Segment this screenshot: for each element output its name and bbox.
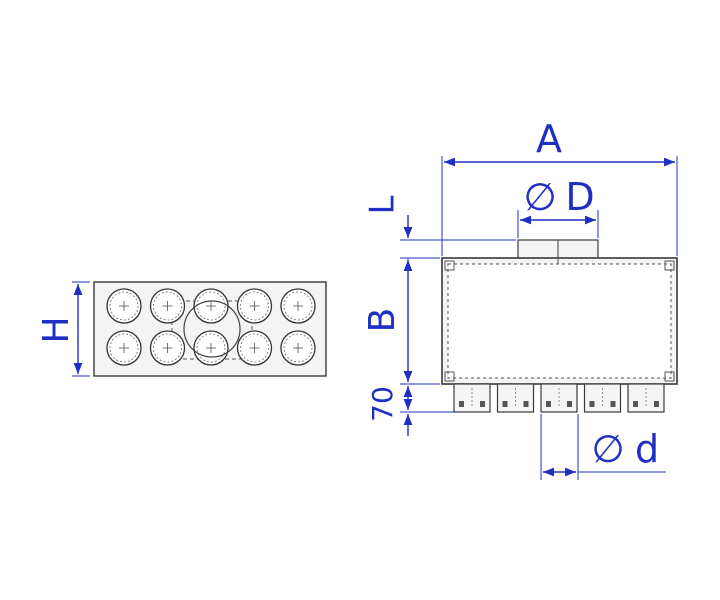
bottom-spigot (453, 383, 491, 413)
front-view-main-spigot-hidden (183, 300, 241, 358)
front-opening (280, 288, 316, 324)
dimension-offset: 70 (366, 386, 455, 436)
label-a: A (536, 117, 562, 161)
dimension-h: H (36, 281, 90, 377)
bottom-spigot (627, 383, 665, 413)
label-offset: 70 (366, 386, 399, 422)
dimension-b: B (362, 260, 440, 385)
bottom-spigot (496, 383, 535, 413)
label-diameter-symbol-top: ∅ (523, 175, 556, 219)
label-b: B (362, 308, 403, 333)
front-opening (236, 330, 273, 366)
front-opening (106, 288, 142, 324)
side-view (441, 239, 678, 413)
front-opening (193, 288, 229, 324)
front-opening (193, 330, 229, 366)
front-opening (236, 288, 273, 324)
front-opening (106, 330, 142, 366)
front-opening (280, 330, 316, 366)
dimension-d-bottom: ∅ d (540, 414, 666, 480)
front-view (93, 281, 327, 377)
label-h: H (36, 316, 77, 343)
label-d-upper: D (565, 175, 594, 219)
front-view-openings (106, 288, 316, 366)
front-opening (149, 330, 186, 366)
front-opening (149, 288, 186, 324)
plenum-inner-wall (447, 263, 672, 379)
bottom-spigots (453, 383, 665, 413)
dimension-d-top: ∅ D (517, 175, 599, 238)
dimension-a: A (441, 117, 678, 256)
label-l: L (363, 195, 403, 214)
dimension-l: L (363, 195, 516, 262)
label-diameter-symbol-bottom: ∅ (591, 427, 624, 471)
bottom-spigot (583, 383, 622, 413)
bottom-spigot (540, 383, 578, 413)
label-d-lower: d (635, 427, 659, 471)
